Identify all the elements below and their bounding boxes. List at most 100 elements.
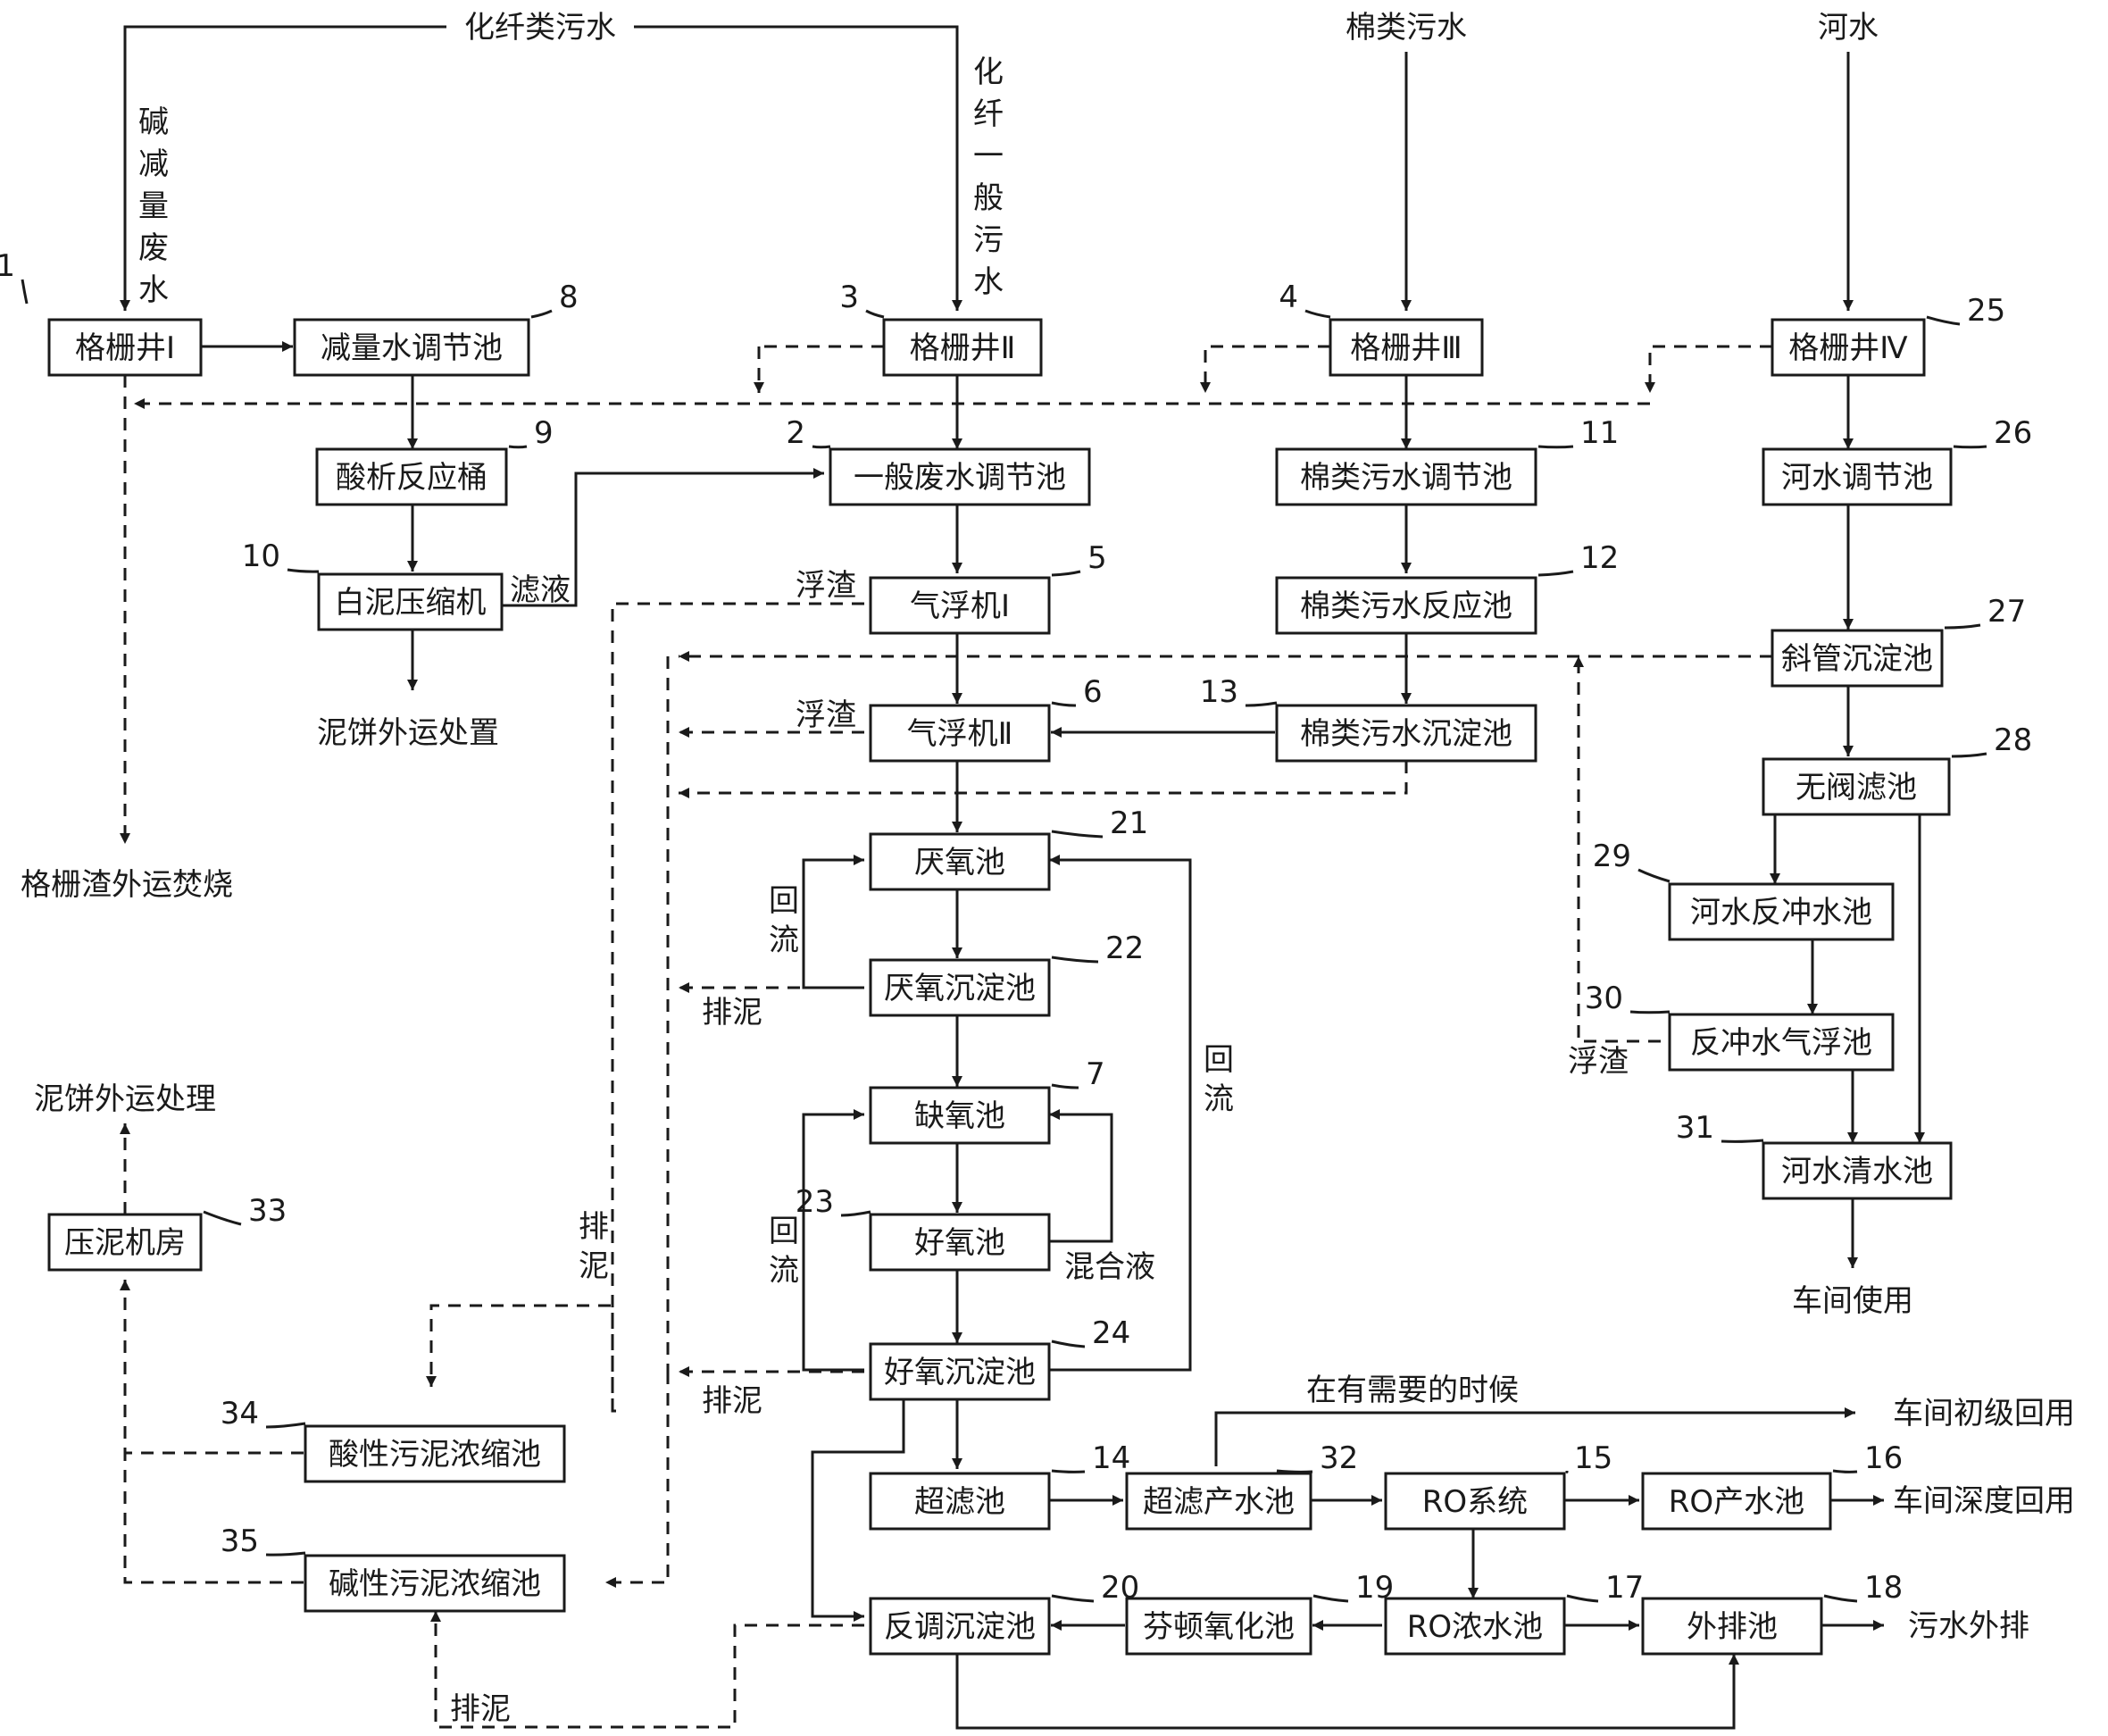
- grille-well-3-box: [1329, 318, 1484, 377]
- sludge-discharge-label-anaerobic: 排泥: [702, 995, 762, 1031]
- aerobic-settler-number: 24: [1092, 1315, 1130, 1351]
- backwash-air-flotation-pool-label: 反冲水气浮池: [1690, 1025, 1872, 1061]
- filtrate-label: 滤液: [510, 572, 571, 608]
- grille-well-1-number: 1: [0, 248, 15, 284]
- backwash-air-flotation-pool-leader-line: [1629, 1010, 1671, 1014]
- grille-well-4-number: 25: [1967, 293, 2005, 329]
- flotation1-scum-line: [611, 602, 864, 1413]
- river-backwash-pool-number: 29: [1593, 839, 1631, 874]
- ultrafiltration-product-pool-label: 超滤产水池: [1143, 1484, 1295, 1520]
- acid-precipitation-bucket-number: 9: [534, 415, 554, 451]
- scum-label-backwash: 浮渣: [1568, 1044, 1629, 1080]
- ultrafiltration-product-pool-box: [1125, 1472, 1312, 1531]
- free-labels: 化纤类污水 棉类污水 河水 碱减量废水 化纤一般污水 滤液 泥饼外运处置 格栅渣…: [21, 10, 2075, 1727]
- grille-well-1-box: [47, 318, 203, 377]
- white-mud-compressor-label: 白泥压缩机: [335, 585, 487, 621]
- ultrafiltration-tank-label: 超滤池: [914, 1484, 1005, 1520]
- grille3-screen-line: [1200, 345, 1330, 393]
- cotton-wastewater-settler-label: 棉类污水沉淀池: [1300, 716, 1512, 752]
- acid-precipitation-bucket-box: [315, 447, 508, 506]
- ro-product-pool-box: [1641, 1472, 1832, 1531]
- acid-sludge-concentration-pool-number: 34: [221, 1396, 259, 1431]
- valveless-filter-box: [1762, 757, 1951, 816]
- aerobic-settler-leader-line: [1051, 1340, 1086, 1348]
- reflux-label-anoxic: 回流: [769, 1214, 799, 1289]
- sludge-press-room-label: 压泥机房: [64, 1225, 186, 1261]
- grille4-screen-line: [1645, 345, 1772, 393]
- river-clear-water-pool-label: 河水清水池: [1781, 1154, 1933, 1189]
- grille-well-4-box: [1771, 318, 1926, 377]
- chemical-fiber-wastewater-label: 化纤类污水: [464, 10, 616, 46]
- river-backwash-pool-box: [1668, 882, 1895, 941]
- anaerobic-tank-leader-line: [1051, 830, 1104, 839]
- reflux-label-anaerobic: 回流: [769, 883, 799, 958]
- grille-well-3-leader-line: [1304, 309, 1331, 319]
- river-water-regulating-pool-label: 河水调节池: [1781, 460, 1933, 496]
- ro-concentrate-pool-box: [1384, 1597, 1566, 1656]
- river-water-regulating-pool-box: [1762, 447, 1953, 506]
- sloped-tube-settler-box: [1771, 629, 1944, 688]
- ro-system-number: 15: [1574, 1440, 1612, 1476]
- sloped-tube-settler-label: 斜管沉淀池: [1781, 641, 1933, 677]
- acid-sludge-concentration-pool-box: [304, 1424, 566, 1483]
- uf-product-to-primary-reuse: [1214, 1407, 1855, 1466]
- backwash-scum-line: [1573, 656, 1661, 1043]
- air-flotation-machine-1-leader-line: [1051, 570, 1081, 577]
- sludge-to-alkali-concentration: [605, 1372, 670, 1588]
- fiber-general-wastewater-label: 化纤一般污水: [973, 54, 1004, 300]
- river-water-label: 河水: [1818, 10, 1879, 46]
- anaerobic-tank-box: [869, 832, 1051, 891]
- alkali-wastewater-inflow-line: [120, 25, 446, 311]
- alkali-sludge-concentration-pool-label: 碱性污泥浓缩池: [329, 1566, 541, 1602]
- aerobic-settler-box: [869, 1342, 1051, 1401]
- aerobic-tank-box: [869, 1213, 1051, 1272]
- grille-well-4-label: 格栅井Ⅳ: [1788, 330, 1908, 366]
- air-flotation-machine-2-box: [869, 704, 1051, 763]
- grille-well-2-leader-line: [865, 309, 885, 319]
- white-mud-compressor-leader-line: [287, 568, 320, 573]
- anaerobic-reflux-loop: [802, 855, 864, 989]
- ro-concentrate-pool-leader-line: [1566, 1594, 1599, 1603]
- sludge-discharge-label-scum: 排泥: [579, 1209, 609, 1284]
- cotton-wastewater-settler-leader-line: [1245, 701, 1278, 707]
- grille-well-4-leader-line: [1926, 315, 1961, 326]
- cotton-wastewater-reactor-number: 12: [1580, 540, 1619, 576]
- workshop-deep-reuse-label: 车间深度回用: [1893, 1483, 2075, 1519]
- reverse-settler-sludge: [430, 1611, 864, 1729]
- anaerobic-settler-leader-line: [1051, 956, 1099, 964]
- air-flotation-machine-2-number: 6: [1083, 674, 1103, 710]
- mud-cake-disposal-label: 泥饼外运处置: [317, 715, 499, 751]
- when-needed-label: 在有需要的时候: [1306, 1373, 1519, 1408]
- general-wastewater-regulating-pool-box: [829, 447, 1091, 506]
- alkali-sludge-to-press: [123, 1453, 304, 1584]
- cotton-wastewater-regulating-pool-number: 11: [1580, 415, 1619, 451]
- river-water-regulating-pool-number: 26: [1994, 415, 2032, 451]
- river-backwash-pool-leader-line: [1637, 868, 1671, 883]
- reduction-water-regulating-pool-box: [293, 318, 530, 377]
- fenton-oxidation-tank-box: [1125, 1597, 1312, 1656]
- external-discharge-pool-box: [1641, 1597, 1823, 1656]
- alkali-sludge-concentration-pool-leader-line: [265, 1551, 306, 1557]
- cotton-wastewater-settler-box: [1275, 704, 1537, 763]
- scum-label-flotation1: 浮渣: [796, 568, 856, 604]
- cotton-wastewater-reactor-box: [1275, 576, 1537, 635]
- screen-residue-incineration-label: 格栅渣外运焚烧: [21, 867, 233, 903]
- anaerobic-tank-number: 21: [1110, 805, 1148, 841]
- general-wastewater-inflow-line: [634, 25, 962, 311]
- mixed-liquor-label: 混合液: [1064, 1249, 1155, 1285]
